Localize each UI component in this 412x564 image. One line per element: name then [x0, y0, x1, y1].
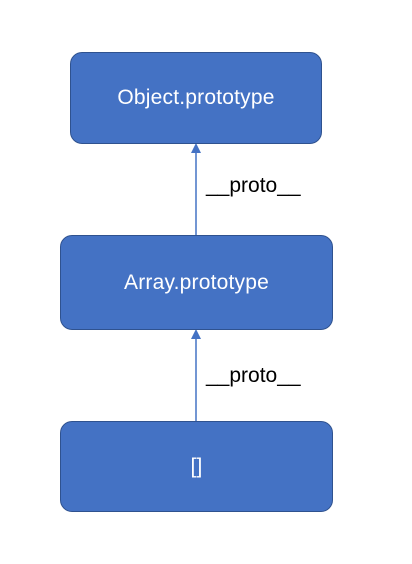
node-array-prototype: Array.prototype — [60, 235, 333, 330]
node-array-prototype-label: Array.prototype — [123, 270, 269, 294]
edge-label-proto-1: __proto__ — [206, 174, 301, 197]
edge-label-proto-2: __proto__ — [206, 364, 301, 387]
node-empty-array: [] — [60, 421, 333, 512]
node-object-prototype-label: Object.prototype — [117, 86, 275, 109]
node-object-prototype: Object.prototype — [70, 52, 322, 144]
node-empty-array-label: [] — [190, 454, 203, 478]
